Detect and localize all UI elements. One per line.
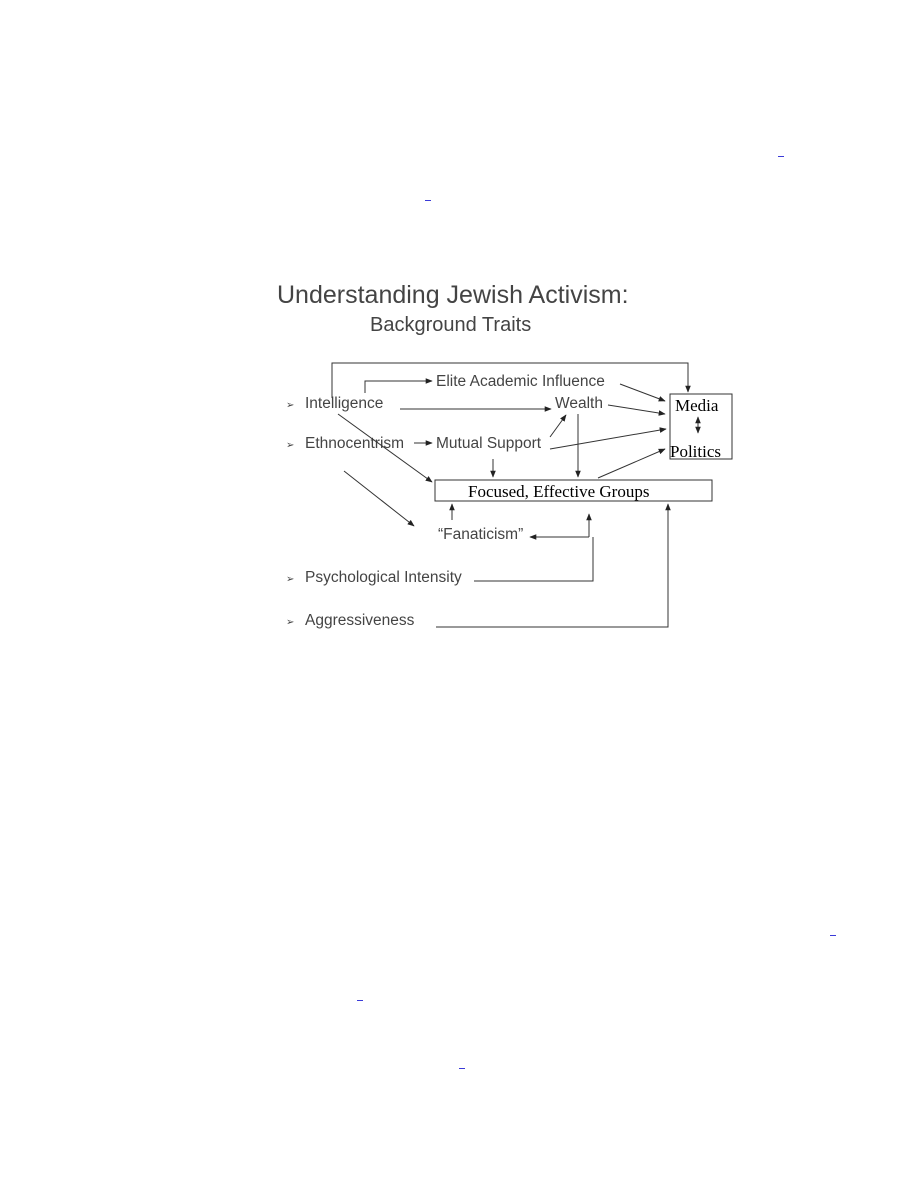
edge-mutual-wealth	[549, 414, 567, 438]
footnote-link-1[interactable]	[778, 156, 784, 158]
node-wealth: Wealth	[555, 395, 603, 412]
bullet-arrow-icon: ➢	[286, 617, 294, 628]
bullet-arrow-icon: ➢	[286, 574, 294, 585]
edge-intelligence-elite	[364, 378, 433, 393]
node-fanaticism: “Fanaticism”	[438, 526, 523, 543]
diagram-title: Understanding Jewish Activism:	[277, 281, 629, 309]
edge-intelligence-media	[331, 362, 691, 398]
footnote-link-2[interactable]	[425, 200, 431, 202]
node-politics: Politics	[670, 442, 721, 461]
footnote-link-5[interactable]	[459, 1068, 465, 1070]
diagram-subtitle: Background Traits	[370, 314, 531, 336]
edge-psych-intensity-junction	[474, 537, 594, 582]
media-politics-box	[669, 393, 733, 460]
edge-ethnocentrism-fanaticism	[343, 470, 415, 527]
node-focused-effective-groups: Focused, Effective Groups	[468, 482, 649, 501]
bullet-arrow-icon: ➢	[286, 400, 294, 411]
node-aggressiveness: Aggressiveness	[305, 612, 415, 629]
edge-mutual-media	[549, 427, 667, 450]
edge-intelligence-groups	[337, 413, 433, 483]
node-ethnocentrism: Ethnocentrism	[305, 435, 404, 452]
edge-elite-media	[619, 383, 666, 402]
footnote-link-4[interactable]	[357, 1000, 363, 1002]
bullet-arrow-icon: ➢	[286, 440, 294, 451]
edge-aggressiveness-groups	[436, 503, 671, 628]
node-mutual-support: Mutual Support	[436, 435, 542, 452]
edge-groups-politics	[597, 448, 666, 479]
node-intelligence: Intelligence	[305, 395, 383, 412]
groups-box	[434, 479, 713, 502]
footnote-link-3[interactable]	[830, 935, 836, 937]
node-media: Media	[675, 396, 719, 415]
node-psychological-intensity: Psychological Intensity	[305, 569, 462, 586]
edge-wealth-media	[607, 404, 666, 416]
node-elite-academic-influence: Elite Academic Influence	[436, 373, 605, 390]
